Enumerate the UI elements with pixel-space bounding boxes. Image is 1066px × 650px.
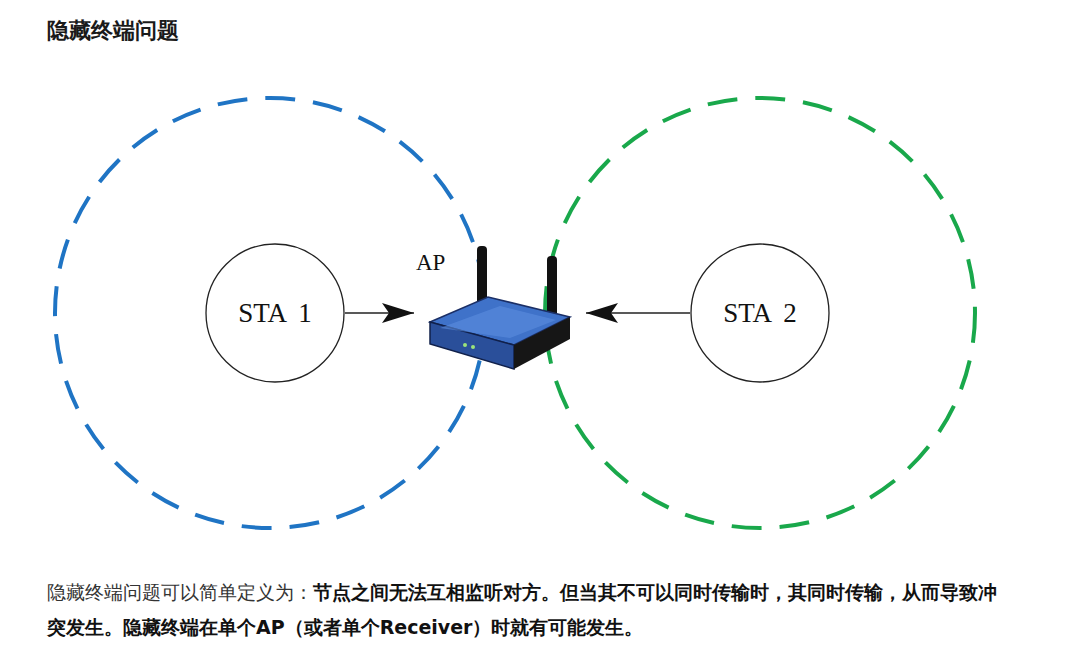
router-icon (430, 246, 570, 369)
title: 隐藏终端问题 (47, 16, 179, 46)
arrow-connector (345, 312, 414, 314)
coverage-range (55, 98, 485, 528)
caption-paragraph: 隐藏终端问题可以简单定义为：节点之间无法互相监听对方。但当其不可以同时传输时，其… (47, 575, 1007, 645)
station-circle: STA 1 (205, 243, 345, 383)
access-point: AP (414, 244, 586, 374)
station-label: STA 1 (238, 298, 312, 329)
coverage-range (545, 98, 975, 528)
station-circle: STA 2 (690, 243, 830, 383)
caption-text: 隐藏终端问题可以简单定义为： (47, 581, 313, 603)
station-label: STA 2 (723, 298, 797, 329)
arrow-connector (586, 312, 690, 314)
device-label: AP (416, 250, 445, 276)
